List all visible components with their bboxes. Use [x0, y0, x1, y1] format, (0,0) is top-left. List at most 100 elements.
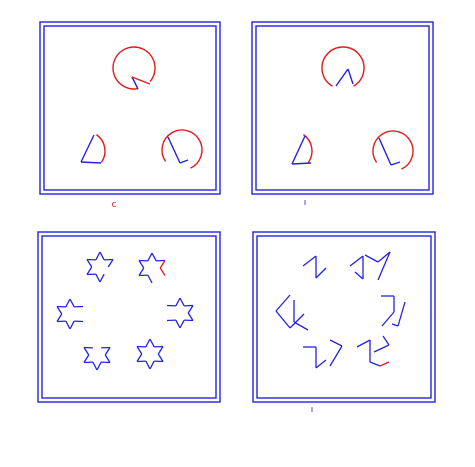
frame-bottom-right-inner	[256, 235, 432, 399]
bracket-6	[356, 339, 390, 367]
star-6-edge	[136, 346, 143, 355]
star-6-edge	[149, 338, 155, 348]
inducer-top-edge	[131, 76, 151, 85]
bracket-3-edge	[275, 294, 291, 312]
frame-top-right-inner	[255, 25, 430, 191]
bracket-3-edge	[289, 313, 305, 329]
bracket-6b-edge	[382, 335, 390, 346]
bracket-6b	[373, 335, 390, 353]
star-3-edge	[56, 313, 63, 322]
frame-bottom-left-inner	[41, 235, 217, 399]
star-2	[138, 252, 166, 284]
star-5-edge	[104, 354, 111, 363]
bracket-5b-edge	[329, 339, 343, 347]
inducer-top-2-edge	[335, 68, 349, 87]
frame-top-left-outer	[39, 21, 221, 195]
star-6-edge	[136, 353, 143, 362]
bracket-2-edge	[364, 254, 379, 263]
inducer-bottom-right-arc	[161, 129, 203, 169]
bracket-1	[302, 255, 327, 279]
bracket-4b	[391, 301, 406, 327]
bracket-3	[275, 294, 305, 329]
star-1-edge	[86, 259, 93, 268]
star-5-edge	[104, 347, 111, 356]
star-1-edge	[107, 259, 114, 268]
star-6-edge	[149, 360, 155, 370]
bracket-4	[381, 295, 395, 327]
bracket-3-edge	[275, 310, 291, 329]
bracket-1-edge	[302, 255, 317, 267]
frame-bottom-left	[37, 231, 221, 403]
inducer-top-arc	[112, 46, 156, 90]
inducer-bottom-left-2-edge	[291, 162, 312, 165]
bracket-4-edge	[381, 311, 395, 327]
star-2-edge	[138, 267, 145, 276]
caption-bottom-right: ı	[310, 405, 314, 415]
bracket-1-edge	[315, 267, 327, 279]
star-5	[83, 346, 111, 371]
star-3-edge	[65, 320, 71, 330]
frame-top-right-outer	[251, 21, 434, 195]
star-3-edge	[65, 298, 71, 308]
star-4-edge	[179, 297, 185, 307]
star-1-edge	[99, 251, 105, 261]
star-3	[56, 298, 84, 330]
bracket-5b	[329, 339, 343, 367]
bracket-6b-edge	[373, 344, 390, 353]
frame-bottom-right-outer	[252, 231, 436, 403]
star-2-edge	[151, 252, 157, 262]
star-2-edge	[147, 252, 153, 262]
bracket-3b	[293, 300, 309, 331]
inducer-top-2	[321, 46, 365, 87]
bracket-5	[303, 346, 327, 369]
star-4-edge	[187, 312, 194, 321]
bracket-3b-edge	[293, 321, 309, 331]
inducer-bottom-right-2-arc	[372, 130, 414, 170]
star-4-edge	[179, 319, 185, 329]
star-4-edge	[175, 319, 181, 329]
bracket-6-edge	[379, 361, 390, 367]
bracket-1b-edge	[354, 271, 364, 280]
star-5-edge	[83, 354, 90, 363]
bracket-4b-edge	[397, 301, 406, 327]
frame-top-left	[39, 21, 221, 195]
inducer-top-2-edge	[347, 68, 354, 85]
star-1-edge	[95, 273, 101, 283]
inducer-bottom-left-edge	[80, 161, 102, 164]
bracket-5b-edge	[329, 345, 343, 367]
star-5-edge	[96, 361, 102, 371]
frame-bottom-right	[252, 231, 436, 403]
inducer-top-edge	[131, 76, 139, 90]
bracket-6-edge	[369, 361, 381, 367]
star-1-edge	[99, 273, 105, 283]
star-5-edge	[92, 361, 98, 371]
star-3-edge	[69, 298, 75, 308]
star-2-edge	[159, 260, 166, 269]
star-6-edge	[145, 338, 151, 348]
inducer-bottom-right-2-edge	[378, 137, 392, 166]
star-6-edge	[157, 346, 164, 355]
caption-top-right: ı	[303, 198, 307, 208]
bracket-2-edge	[377, 251, 391, 281]
inducer-bottom-right-edge	[179, 159, 189, 164]
star-3-edge	[69, 320, 75, 330]
inducer-bottom-left	[80, 134, 106, 164]
star-2-edge	[159, 267, 166, 276]
star-6-edge	[145, 360, 151, 370]
star-1-edge	[95, 251, 101, 261]
bracket-2	[364, 251, 391, 281]
bracket-4b-edge	[391, 323, 399, 327]
star-6-edge	[157, 353, 164, 362]
inducer-bottom-left-2-arc	[303, 134, 313, 163]
bracket-2-edge	[377, 251, 391, 263]
frame-top-left-inner	[43, 25, 217, 191]
star-2-edge	[138, 260, 145, 269]
frame-top-right	[251, 21, 434, 195]
star-2-edge	[147, 274, 153, 284]
frame-bottom-left-outer	[37, 231, 221, 403]
star-5-edge	[83, 347, 90, 356]
inducer-bottom-right	[161, 129, 203, 169]
star-3-edge	[56, 306, 63, 315]
inducer-bottom-right-edge	[167, 136, 181, 164]
